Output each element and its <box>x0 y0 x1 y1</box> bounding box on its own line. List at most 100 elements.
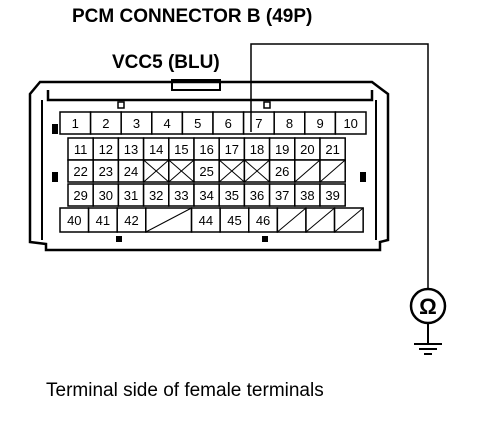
terminal-17: 17 <box>218 137 246 161</box>
terminal-label: 41 <box>96 213 110 228</box>
terminal-35: 35 <box>218 183 246 207</box>
terminal-8: 8 <box>273 111 306 135</box>
terminal-label: 16 <box>199 142 213 157</box>
terminal-label: 18 <box>250 142 264 157</box>
terminal-label: 46 <box>256 213 270 228</box>
terminal-label: 29 <box>73 188 87 203</box>
terminal-label: 15 <box>174 142 188 157</box>
terminal-label: 44 <box>199 213 213 228</box>
terminal-29: 29 <box>67 183 94 207</box>
diagram-title: PCM CONNECTOR B (49P) <box>72 6 313 27</box>
connector-housing <box>28 79 390 252</box>
terminal-7: 7 <box>242 111 275 135</box>
caption: Terminal side of female terminals <box>46 380 324 401</box>
terminal-32: 32 <box>142 183 170 207</box>
wire-label: VCC5 (BLU) <box>112 52 220 73</box>
terminal-label: 22 <box>73 164 87 179</box>
terminal-2: 2 <box>89 111 122 135</box>
terminal-11: 11 <box>67 137 94 161</box>
terminal-label: 14 <box>149 142 163 157</box>
terminal-30: 30 <box>92 183 120 207</box>
terminal-31: 31 <box>117 183 145 207</box>
terminal-blank <box>218 159 246 183</box>
terminal-label: 3 <box>133 116 140 131</box>
terminal-19: 19 <box>268 137 296 161</box>
terminal-label: 7 <box>255 116 262 131</box>
terminal-blank <box>243 159 271 183</box>
terminal-23: 23 <box>92 159 120 183</box>
terminal-blank <box>276 207 307 233</box>
terminal-6: 6 <box>212 111 245 135</box>
terminal-label: 33 <box>174 188 188 203</box>
terminal-label: 34 <box>199 188 213 203</box>
terminal-label: 37 <box>275 188 289 203</box>
svg-text:Ω: Ω <box>419 294 437 319</box>
terminal-label: 31 <box>124 188 138 203</box>
terminal-15: 15 <box>168 137 195 161</box>
terminal-10: 10 <box>334 111 367 135</box>
terminal-label: 36 <box>250 188 264 203</box>
ohmmeter-icon: Ω <box>409 287 447 325</box>
terminal-18: 18 <box>243 137 271 161</box>
probe-wire <box>250 43 429 288</box>
terminal-label: 8 <box>286 116 293 131</box>
terminal-44: 44 <box>190 207 221 233</box>
terminal-45: 45 <box>219 207 250 233</box>
terminal-20: 20 <box>294 137 321 161</box>
terminal-4: 4 <box>151 111 184 135</box>
terminal-label: 21 <box>325 142 339 157</box>
terminal-blank <box>142 159 170 183</box>
terminal-22: 22 <box>67 159 94 183</box>
terminal-label: 10 <box>343 116 357 131</box>
terminal-39: 39 <box>319 183 346 207</box>
terminal-26: 26 <box>268 159 296 183</box>
terminal-label: 4 <box>163 116 170 131</box>
terminal-label: 24 <box>124 164 138 179</box>
terminal-12: 12 <box>92 137 120 161</box>
terminal-5: 5 <box>181 111 214 135</box>
terminal-34: 34 <box>193 183 220 207</box>
terminal-label: 42 <box>124 213 138 228</box>
terminal-label: 12 <box>99 142 113 157</box>
terminal-label: 38 <box>300 188 314 203</box>
terminal-label: 40 <box>67 213 81 228</box>
terminal-21: 21 <box>319 137 346 161</box>
terminal-blank <box>294 159 321 183</box>
terminal-9: 9 <box>304 111 337 135</box>
terminal-1: 1 <box>59 111 92 135</box>
terminal-blank <box>145 207 193 233</box>
terminal-label: 13 <box>124 142 138 157</box>
terminal-42: 42 <box>116 207 147 233</box>
terminal-label: 6 <box>225 116 232 131</box>
terminal-38: 38 <box>294 183 321 207</box>
terminal-label: 20 <box>300 142 314 157</box>
terminal-46: 46 <box>248 207 279 233</box>
terminal-36: 36 <box>243 183 271 207</box>
connector-top-keys <box>117 101 271 109</box>
terminal-label: 32 <box>149 188 163 203</box>
terminal-24: 24 <box>117 159 145 183</box>
terminal-label: 19 <box>275 142 289 157</box>
terminal-label: 23 <box>99 164 113 179</box>
ground-icon <box>414 323 442 355</box>
terminal-label: 2 <box>102 116 109 131</box>
terminal-blank <box>333 207 364 233</box>
terminal-label: 11 <box>74 142 88 157</box>
terminal-37: 37 <box>268 183 296 207</box>
terminal-41: 41 <box>87 207 118 233</box>
terminal-3: 3 <box>120 111 153 135</box>
terminal-label: 17 <box>225 142 239 157</box>
terminal-14: 14 <box>142 137 170 161</box>
terminal-blank <box>305 207 336 233</box>
terminal-label: 9 <box>316 116 323 131</box>
terminal-blank <box>319 159 346 183</box>
terminal-label: 1 <box>72 116 79 131</box>
terminal-label: 39 <box>325 188 339 203</box>
terminal-33: 33 <box>168 183 195 207</box>
terminal-16: 16 <box>193 137 220 161</box>
terminal-label: 30 <box>99 188 113 203</box>
terminal-label: 35 <box>225 188 239 203</box>
terminal-13: 13 <box>117 137 145 161</box>
